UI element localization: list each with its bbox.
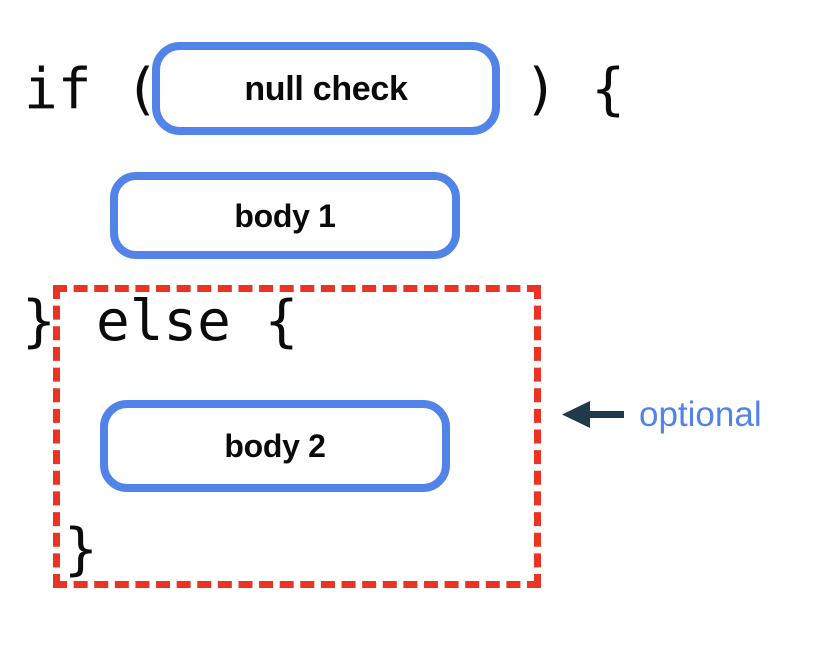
condition-box[interactable]: null check — [152, 42, 500, 135]
body1-box[interactable]: body 1 — [110, 172, 460, 259]
code-close-brace-outer: } — [22, 289, 56, 354]
body2-box[interactable]: body 2 — [100, 400, 450, 492]
code-if-close: ) { — [524, 57, 626, 122]
optional-region-outline — [53, 285, 541, 588]
optional-label: optional — [639, 395, 762, 434]
body1-box-label: body 1 — [234, 197, 336, 234]
condition-box-label: null check — [244, 69, 408, 108]
optional-arrow-icon — [562, 401, 624, 428]
code-close-brace-inner: } — [64, 517, 98, 582]
body2-box-label: body 2 — [224, 428, 326, 464]
code-else-open: else { — [96, 289, 299, 354]
code-if-open: if ( — [24, 57, 159, 122]
